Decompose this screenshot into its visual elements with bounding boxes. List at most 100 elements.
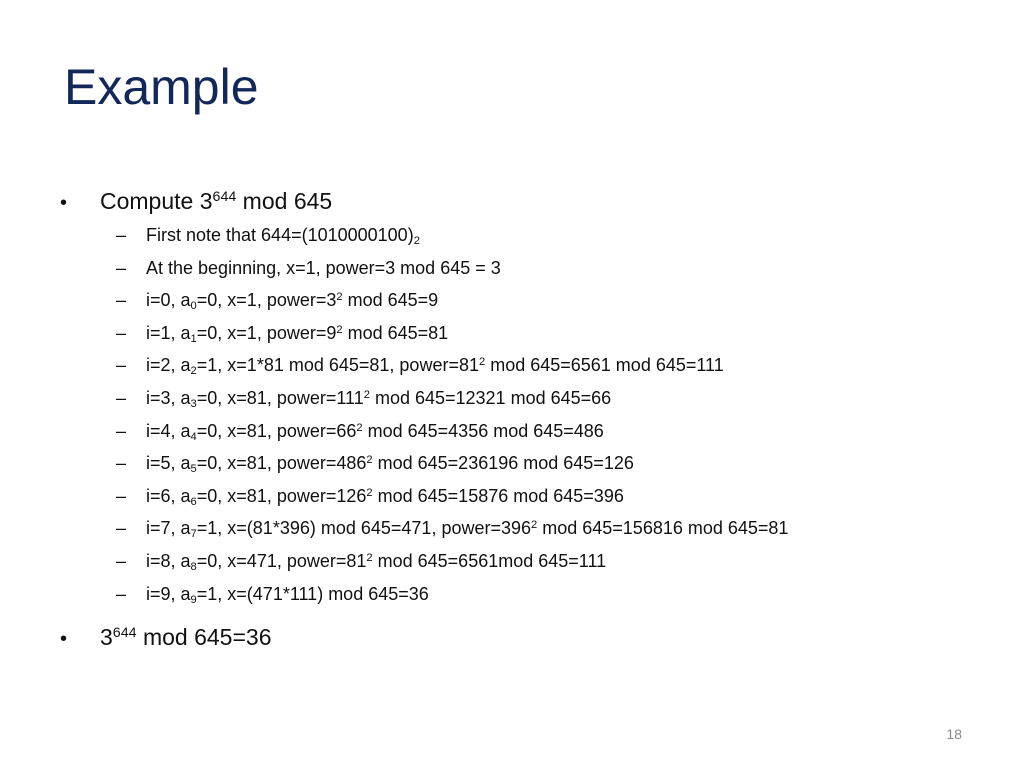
sub-bullet-item: –i=3, a3=0, x=81, power=1112 mod 645=123…: [116, 389, 788, 422]
subscript: 8: [190, 560, 197, 573]
superscript: 2: [531, 519, 538, 532]
sub-bullet-text: i=1, a1=0, x=1, power=92 mod 645=81: [146, 322, 449, 345]
subscript: 9: [190, 593, 197, 606]
sub-bullet-text: i=4, a4=0, x=81, power=662 mod 645=4356 …: [146, 420, 604, 443]
sub-bullet-item: –i=9, a9=1, x=(471*111) mod 645=36: [116, 585, 788, 618]
text-segment: =0, x=1, power=9: [196, 322, 337, 343]
sub-bullet-item: –i=4, a4=0, x=81, power=662 mod 645=4356…: [116, 422, 788, 455]
bullet-result: • 3644 mod 645=36: [60, 626, 272, 650]
sub-bullet-dash: –: [116, 355, 127, 376]
text-segment: =0, x=81, power=486: [196, 453, 367, 474]
text-segment: mod 645=81: [342, 322, 449, 343]
slide-title: Example: [64, 59, 259, 115]
sub-bullet-dash: –: [116, 322, 127, 343]
text-segment: mod 645=12321 mod 645=66: [369, 387, 612, 408]
sub-bullet-text: i=3, a3=0, x=81, power=1112 mod 645=1232…: [146, 387, 612, 410]
bullet-result-exponent: 644: [112, 625, 137, 642]
sub-bullet-dash: –: [116, 420, 127, 441]
bullet-result-text: 3644 mod 645=36: [100, 626, 272, 649]
sub-bullet-dash: –: [116, 387, 127, 408]
sub-bullet-item: –i=8, a8=0, x=471, power=812 mod 645=656…: [116, 552, 788, 585]
text-segment: mod 645=156816 mod 645=81: [537, 518, 789, 539]
superscript: 2: [366, 454, 373, 467]
subscript: 3: [190, 397, 197, 410]
text-segment: i=1, a: [146, 322, 191, 343]
sub-bullet-text: i=8, a8=0, x=471, power=812 mod 645=6561…: [146, 550, 607, 573]
bullet-result-base: 3: [100, 624, 113, 650]
text-segment: At the beginning, x=1, power=3 mod 645 =…: [146, 257, 501, 278]
text-segment: i=0, a: [146, 290, 191, 311]
text-segment: i=6, a: [146, 485, 191, 506]
sub-bullet-list: –First note that 644=(1010000100)2–At th…: [116, 226, 788, 617]
bullet-dot: •: [60, 192, 68, 214]
text-segment: =1, x=1*81 mod 645=81, power=81: [196, 355, 479, 376]
superscript: 2: [336, 323, 343, 336]
bullet-compute-rest: mod 645: [236, 188, 333, 214]
sub-bullet-dash: –: [116, 583, 127, 604]
text-segment: mod 645=9: [342, 290, 439, 311]
text-segment: First note that 644=(1010000100): [146, 225, 414, 245]
text-segment: =0, x=81, power=111: [196, 387, 364, 408]
sub-bullet-item: –i=6, a6=0, x=81, power=1262 mod 645=158…: [116, 487, 788, 520]
text-segment: =0, x=81, power=126: [196, 485, 367, 506]
sub-bullet-item: –i=5, a5=0, x=81, power=4862 mod 645=236…: [116, 454, 788, 487]
text-segment: i=9, a: [146, 583, 191, 604]
subscript: 0: [190, 299, 197, 312]
sub-bullet-dash: –: [116, 290, 127, 311]
text-segment: i=4, a: [146, 420, 191, 441]
text-segment: mod 645=236196 mod 645=126: [372, 453, 634, 474]
sub-bullet-dash: –: [116, 453, 127, 474]
sub-bullet-dash: –: [116, 485, 127, 506]
subscript: 4: [190, 430, 197, 443]
bullet-compute: • Compute 3644 mod 645: [60, 190, 332, 214]
bullet-compute-exponent: 644: [212, 189, 237, 206]
sub-bullet-text: First note that 644=(1010000100)2: [146, 225, 420, 247]
text-segment: mod 645=6561 mod 645=111: [485, 355, 724, 376]
sub-bullet-text: i=0, a0=0, x=1, power=32 mod 645=9: [146, 290, 439, 312]
text-segment: i=7, a: [146, 518, 191, 539]
text-segment: i=5, a: [146, 453, 191, 474]
text-segment: mod 645=6561mod 645=111: [372, 550, 607, 571]
superscript: 2: [336, 291, 343, 304]
text-segment: i=8, a: [146, 550, 191, 571]
superscript: 2: [366, 551, 373, 564]
sub-bullet-item: –i=0, a0=0, x=1, power=32 mod 645=9: [116, 291, 788, 324]
bullet-dot: •: [60, 628, 68, 650]
subscript: 2: [190, 365, 197, 378]
superscript: 2: [478, 356, 486, 369]
text-segment: mod 645=4356 mod 645=486: [362, 420, 604, 441]
sub-bullet-text: i=7, a7=1, x=(81*396) mod 645=471, power…: [146, 518, 789, 541]
text-segment: mod 645=15876 mod 645=396: [372, 485, 624, 506]
sub-bullet-dash: –: [116, 518, 127, 539]
bullet-result-rest: mod 645=36: [136, 624, 272, 650]
subscript: 2: [413, 234, 420, 247]
text-segment: i=3, a: [146, 387, 191, 408]
sub-bullet-item: –First note that 644=(1010000100)2: [116, 226, 788, 259]
sub-bullet-dash: –: [116, 550, 127, 571]
subscript: 6: [190, 495, 197, 508]
text-segment: =0, x=471, power=81: [196, 550, 367, 571]
sub-bullet-text: i=6, a6=0, x=81, power=1262 mod 645=1587…: [146, 485, 624, 508]
text-segment: =1, x=(81*396) mod 645=471, power=396: [196, 518, 532, 539]
sub-bullet-item: – At the beginning, x=1, power=3 mod 645 …: [116, 259, 788, 292]
sub-bullet-item: –i=7, a7=1, x=(81*396) mod 645=471, powe…: [116, 519, 788, 552]
bullet-compute-base: Compute 3: [100, 188, 213, 214]
text-segment: =0, x=81, power=66: [196, 420, 357, 441]
sub-bullet-text: i=5, a5=0, x=81, power=4862 mod 645=2361…: [146, 453, 634, 474]
text-segment: i=2, a: [146, 355, 191, 376]
sub-bullet-item: –i=1, a1=0, x=1, power=92 mod 645=81: [116, 324, 788, 357]
text-segment: =1, x=(471*111) mod 645=36: [196, 583, 429, 604]
subscript: 1: [190, 332, 197, 345]
page-number: 18: [946, 726, 962, 742]
sub-bullet-dash: –: [116, 257, 127, 278]
superscript: 2: [356, 421, 363, 434]
sub-bullet-item: –i=2, a2=1, x=1*81 mod 645=81, power=812…: [116, 356, 788, 389]
superscript: 2: [363, 388, 370, 401]
sub-bullet-dash: –: [116, 225, 127, 245]
subscript: 7: [190, 528, 197, 541]
bullet-compute-text: Compute 3644 mod 645: [100, 190, 332, 213]
sub-bullet-text: At the beginning, x=1, power=3 mod 645 =…: [146, 259, 501, 277]
sub-bullet-text: i=9, a9=1, x=(471*111) mod 645=36: [146, 583, 429, 606]
superscript: 2: [366, 486, 373, 499]
